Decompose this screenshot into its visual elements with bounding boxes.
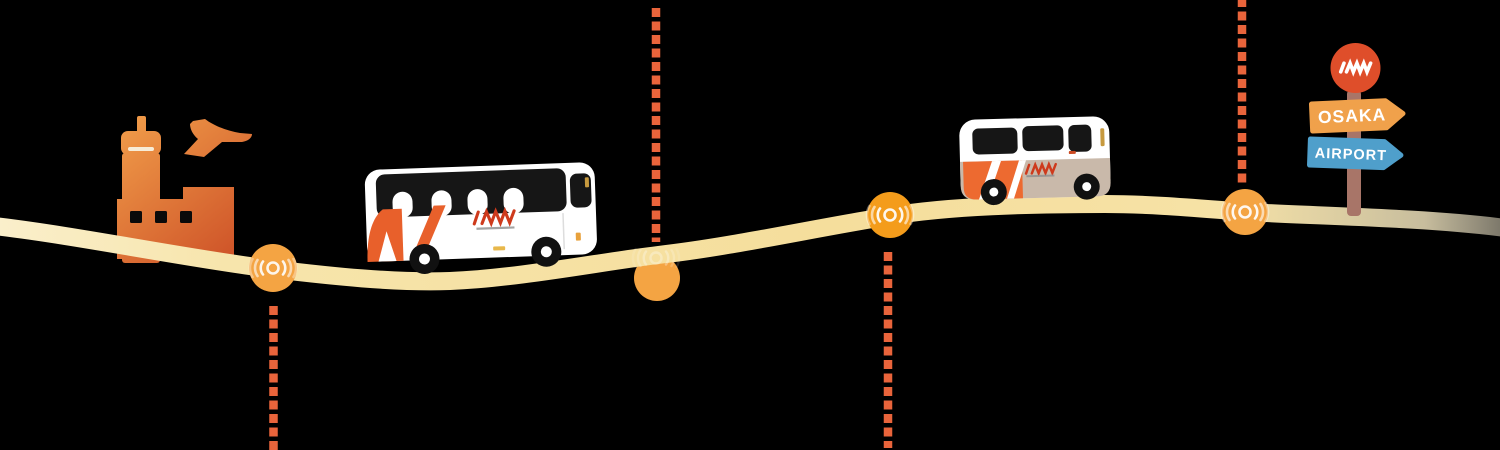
minibus-rear-hub	[989, 187, 999, 197]
airport-sign-arrow	[1307, 136, 1404, 171]
coach-bus-icon	[364, 162, 597, 274]
osaka-sign-arrow	[1308, 98, 1406, 134]
bus-rear-hub	[419, 253, 431, 265]
bus-front-hub	[540, 246, 552, 258]
minibus-livery-stripe	[1007, 160, 1027, 199]
terminal-window	[155, 211, 167, 223]
bus-caption-text-line	[476, 226, 515, 230]
minibus-front-marker	[1100, 128, 1105, 147]
terminal-window	[180, 211, 192, 223]
airport-sign-label: AIRPORT	[1315, 146, 1388, 165]
airport-sign: AIRPORT	[1307, 136, 1404, 171]
terminal-window	[130, 211, 142, 223]
osaka-sign-label: OSAKA	[1318, 104, 1387, 127]
airplane-takeoff-icon	[184, 119, 252, 157]
bus-door-seam	[562, 213, 565, 250]
minibus-window	[1022, 125, 1064, 152]
tower-cab	[121, 131, 161, 155]
minibus-front-hub	[1082, 182, 1092, 192]
bus-window-divider	[503, 187, 524, 214]
route-stop-marker-4	[1222, 189, 1268, 235]
minibus-caption-text-line	[1026, 174, 1055, 178]
route-stop-marker-2	[634, 255, 680, 301]
bus-front-marker	[575, 232, 581, 241]
route-stop-marker-1	[249, 244, 297, 292]
signpost: OSAKA AIRPORT	[1307, 43, 1406, 216]
minibus-icon	[959, 116, 1111, 206]
route-stop-marker-3	[867, 192, 913, 238]
tower-cab-window	[128, 147, 154, 151]
minibus-windshield	[1068, 124, 1092, 152]
minibus-badge	[1068, 150, 1076, 155]
bus-route-display	[584, 177, 590, 188]
bus-livery-notch	[378, 231, 397, 262]
bus-side-marker	[493, 246, 506, 251]
osaka-sign: OSAKA	[1308, 98, 1406, 134]
minibus-window	[972, 127, 1018, 155]
tower-antenna	[137, 116, 146, 135]
bus-window-divider	[467, 189, 488, 216]
